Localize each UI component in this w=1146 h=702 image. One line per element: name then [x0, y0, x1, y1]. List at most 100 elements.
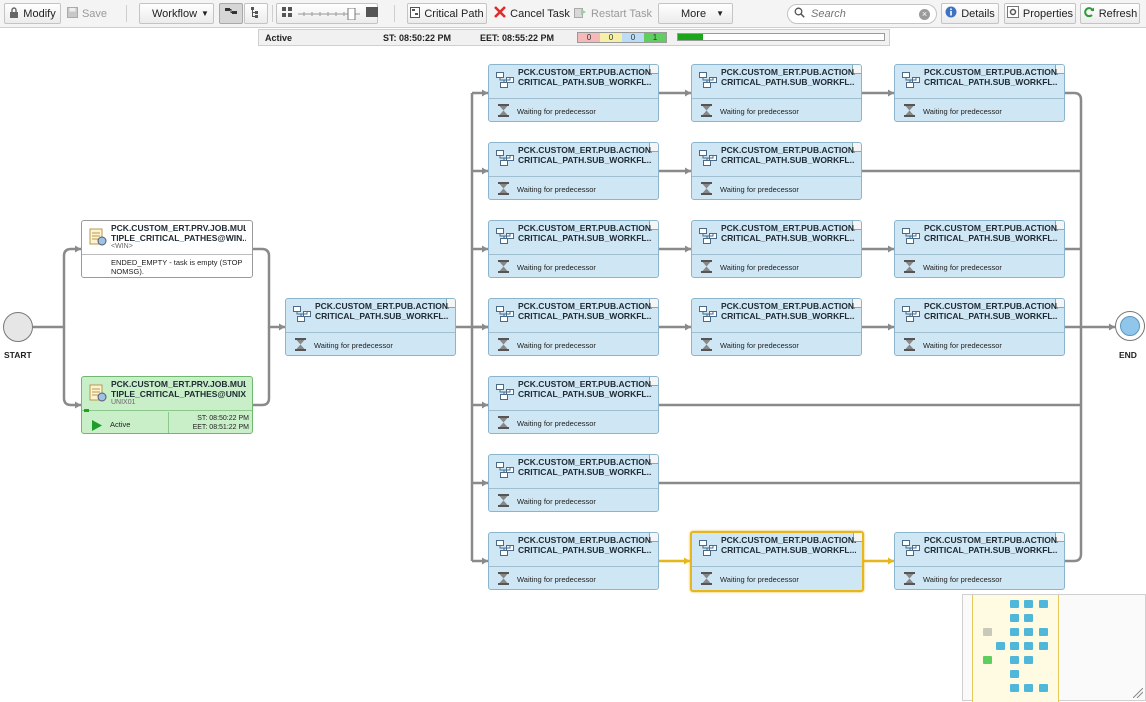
zoom-slider[interactable]: [298, 7, 360, 20]
node-fold-corner: [1055, 221, 1064, 230]
edge-arrow: [888, 323, 894, 331]
start-node[interactable]: [3, 312, 33, 342]
subworkflow-node-mid[interactable]: PCK.CUSTOM_ERT.PUB.ACTION.CRITICAL_PATH.…: [285, 298, 456, 356]
node-fold-corner: [852, 143, 861, 152]
minimap-resize-icon[interactable]: [1133, 688, 1143, 698]
subworkflow-name: PCK.CUSTOM_ERT.PUB.ACTION.CRITICAL_PATH.…: [518, 146, 652, 165]
node-fold-corner: [649, 221, 658, 230]
edge-arrow: [685, 323, 691, 331]
subworkflow-node-r5c1[interactable]: PCK.CUSTOM_ERT.PUB.ACTION.CRITICAL_PATH.…: [488, 376, 659, 434]
subworkflow-node-r3c1[interactable]: PCK.CUSTOM_ERT.PUB.ACTION.CRITICAL_PATH.…: [488, 220, 659, 278]
save-button[interactable]: Save: [64, 3, 110, 24]
chevron-down-icon: ▼: [201, 9, 209, 18]
job-host: UNIX01: [111, 399, 136, 406]
node-fold-corner: [1055, 65, 1064, 74]
clear-search-icon[interactable]: ×: [919, 8, 930, 20]
edge-arrow: [888, 89, 894, 97]
subworkflow-node-r1c2[interactable]: PCK.CUSTOM_ERT.PUB.ACTION.CRITICAL_PATH.…: [691, 64, 862, 122]
job-name: PCK.CUSTOM_ERT.PRV.JOB.MUL TIPLE_CRITICA…: [111, 380, 246, 399]
subworkflow-icon: [496, 228, 514, 244]
subworkflow-name: PCK.CUSTOM_ERT.PUB.ACTION.CRITICAL_PATH.…: [924, 536, 1058, 555]
subworkflow-icon: [496, 150, 514, 166]
subworkflow-status: Waiting for predecessor: [720, 107, 799, 116]
subworkflow-status: Waiting for predecessor: [517, 107, 596, 116]
subworkflow-name: PCK.CUSTOM_ERT.PUB.ACTION.CRITICAL_PATH.…: [721, 302, 855, 321]
separator: [272, 5, 273, 22]
hourglass-icon: [701, 182, 712, 195]
hourglass-icon: [498, 416, 509, 429]
subworkflow-node-r4c1[interactable]: PCK.CUSTOM_ERT.PUB.ACTION.CRITICAL_PATH.…: [488, 298, 659, 356]
workflow-status: Active: [265, 33, 293, 43]
subworkflow-node-r7c3[interactable]: PCK.CUSTOM_ERT.PUB.ACTION.CRITICAL_PATH.…: [894, 532, 1065, 590]
search-input[interactable]: [809, 7, 915, 21]
edge-arrow: [482, 167, 488, 175]
more-menu-button[interactable]: More ▼: [658, 3, 733, 24]
save-icon: [66, 6, 78, 21]
modify-button[interactable]: Modify: [4, 3, 61, 24]
hourglass-icon: [498, 494, 509, 507]
subworkflow-icon: [699, 150, 717, 166]
counter-yellow: 0: [600, 33, 622, 42]
subworkflow-node-r3c2[interactable]: PCK.CUSTOM_ERT.PUB.ACTION.CRITICAL_PATH.…: [691, 220, 862, 278]
job-node-win[interactable]: PCK.CUSTOM_ERT.PRV.JOB.MUL TIPLE_CRITICA…: [81, 220, 253, 278]
subworkflow-icon: [496, 462, 514, 478]
counter-red: 0: [578, 33, 600, 42]
subworkflow-icon: [496, 72, 514, 88]
hourglass-icon: [498, 182, 509, 195]
subworkflow-node-r2c2[interactable]: PCK.CUSTOM_ERT.PUB.ACTION.CRITICAL_PATH.…: [691, 142, 862, 200]
subworkflow-status: Waiting for predecessor: [720, 575, 799, 584]
workflow-edge: [1065, 327, 1083, 563]
subworkflow-node-r1c3[interactable]: PCK.CUSTOM_ERT.PUB.ACTION.CRITICAL_PATH.…: [894, 64, 1065, 122]
cancel-icon: [494, 6, 507, 21]
subworkflow-status: Waiting for predecessor: [923, 575, 1002, 584]
search-box[interactable]: ×: [787, 4, 937, 24]
subworkflow-node-r3c3[interactable]: PCK.CUSTOM_ERT.PUB.ACTION.CRITICAL_PATH.…: [894, 220, 1065, 278]
critical-path-button[interactable]: Critical Path: [407, 3, 487, 24]
node-fold-corner: [1055, 299, 1064, 308]
restart-task-button[interactable]: Restart Task: [574, 3, 652, 24]
subworkflow-node-r2c1[interactable]: PCK.CUSTOM_ERT.PUB.ACTION.CRITICAL_PATH.…: [488, 142, 659, 200]
subworkflow-node-r7c2[interactable]: PCK.CUSTOM_ERT.PUB.ACTION.CRITICAL_PATH.…: [690, 531, 864, 592]
subworkflow-status: Waiting for predecessor: [923, 263, 1002, 272]
vertical-layout-button[interactable]: [244, 3, 268, 24]
restart-icon: [574, 6, 587, 21]
subworkflow-icon: [902, 72, 920, 88]
subworkflow-node-r4c3[interactable]: PCK.CUSTOM_ERT.PUB.ACTION.CRITICAL_PATH.…: [894, 298, 1065, 356]
subworkflow-icon: [902, 540, 920, 556]
hourglass-icon: [701, 572, 712, 585]
job-times: ST: 08:50:22 PM EET: 08:51:22 PM: [192, 415, 249, 431]
node-fold-corner: [852, 299, 861, 308]
info-icon: [945, 6, 957, 21]
job-node-unix[interactable]: PCK.CUSTOM_ERT.PRV.JOB.MUL TIPLE_CRITICA…: [81, 376, 253, 434]
hourglass-icon: [295, 338, 306, 351]
subworkflow-node-r4c2[interactable]: PCK.CUSTOM_ERT.PUB.ACTION.CRITICAL_PATH.…: [691, 298, 862, 356]
edge-arrow: [482, 245, 488, 253]
details-button[interactable]: Details: [941, 3, 999, 24]
chevron-down-icon: ▼: [716, 9, 724, 18]
properties-button[interactable]: Properties: [1004, 3, 1076, 24]
job-icon: [89, 384, 107, 402]
end-node[interactable]: [1115, 311, 1145, 341]
counter-blue: 0: [622, 33, 644, 42]
refresh-button[interactable]: Refresh: [1080, 3, 1140, 24]
view-select[interactable]: Workflow ▼: [139, 3, 214, 24]
job-progress-fill: [84, 409, 89, 412]
edge-arrow: [482, 89, 488, 97]
zoom-control[interactable]: [276, 3, 378, 24]
subworkflow-icon: [699, 228, 717, 244]
node-fold-corner: [649, 143, 658, 152]
subworkflow-node-r6c1[interactable]: PCK.CUSTOM_ERT.PUB.ACTION.CRITICAL_PATH.…: [488, 454, 659, 512]
subworkflow-status: Waiting for predecessor: [517, 497, 596, 506]
subworkflow-name: PCK.CUSTOM_ERT.PUB.ACTION.CRITICAL_PATH.…: [315, 302, 449, 321]
subworkflow-name: PCK.CUSTOM_ERT.PUB.ACTION.CRITICAL_PATH.…: [518, 380, 652, 399]
horizontal-layout-button[interactable]: [219, 3, 243, 24]
hourglass-icon: [498, 104, 509, 117]
cancel-task-button[interactable]: Cancel Task: [494, 3, 570, 24]
subworkflow-node-r7c1[interactable]: PCK.CUSTOM_ERT.PUB.ACTION.CRITICAL_PATH.…: [488, 532, 659, 590]
subworkflow-node-r1c1[interactable]: PCK.CUSTOM_ERT.PUB.ACTION.CRITICAL_PATH.…: [488, 64, 659, 122]
subworkflow-status: Waiting for predecessor: [517, 419, 596, 428]
subworkflow-name: PCK.CUSTOM_ERT.PUB.ACTION.CRITICAL_PATH.…: [721, 146, 855, 165]
progress-fill: [678, 34, 703, 40]
workflow-canvas[interactable]: START END PCK.CUSTOM_ERT.PRV.JOB.MUL TIP…: [0, 47, 1146, 702]
minimap[interactable]: [962, 594, 1146, 702]
